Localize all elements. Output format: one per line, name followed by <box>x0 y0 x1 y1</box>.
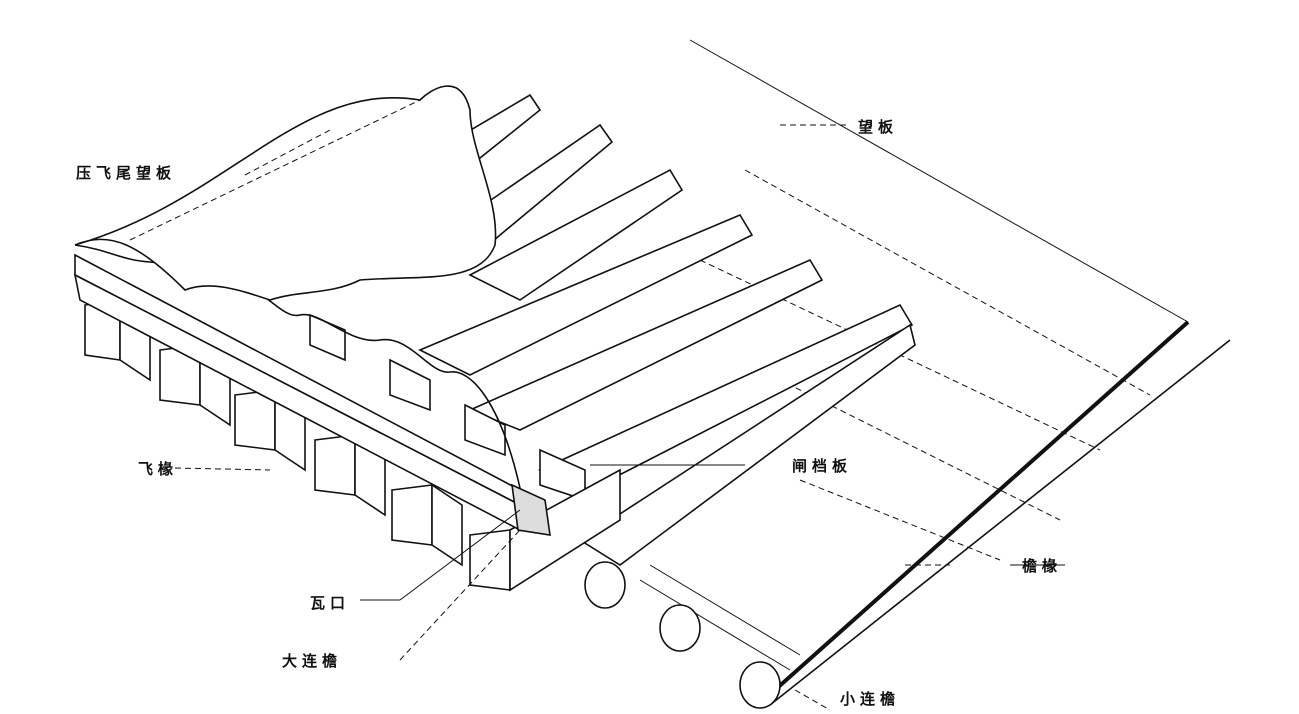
leader-lines <box>174 124 1065 711</box>
label-yanchuan: 檐椽 <box>1022 557 1063 575</box>
label-yafeiwei-wangban: 压飞尾望板 <box>76 164 177 182</box>
zhadangban-boards <box>309 313 586 502</box>
dalianyan-wakou <box>73 244 551 536</box>
label-xiaolianyan: 小连檐 <box>840 690 901 708</box>
yafeiwei-sheet <box>74 85 497 301</box>
label-zhadangban: 闸档板 <box>792 457 853 475</box>
label-dalianyan: 大连檐 <box>282 652 343 670</box>
feichuan-tails <box>418 93 916 566</box>
label-wakou: 瓦口 <box>310 594 351 612</box>
label-feichuan: 飞椽 <box>138 460 179 478</box>
label-wangban: 望板 <box>858 118 899 136</box>
wangban-panel <box>639 39 1231 706</box>
yanchuan-round-rafters <box>584 561 781 709</box>
